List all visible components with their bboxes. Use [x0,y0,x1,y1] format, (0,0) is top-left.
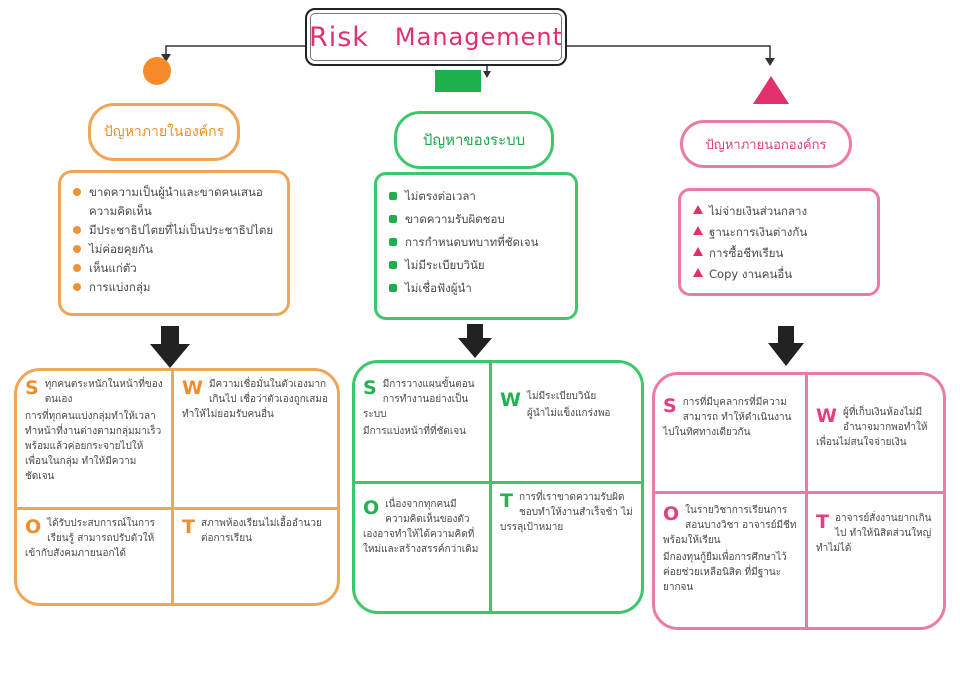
system-issue-list: ไม่ตรงต่อเวลา ขาดความรับผิดชอบ การกำหนดบ… [374,172,578,320]
swot-point: มีความเชื่อมั่นในตัวเองมากเกินไป เชื่อว่… [182,379,328,420]
swot-opportunity: O ได้รับประสบการณ์ในการเรียนรู้ สามารถปร… [17,510,171,603]
swot-letter-t: T [500,490,513,512]
swot-point: ในรายวิชาการเรียนการสอนบางวิชา อาจารย์มี… [663,505,797,546]
swot-internal: S ทุกคนตระหนักในหน้าที่ของตนเอง การที่ทุ… [14,368,340,606]
list-item: ฐานะการเงินต่างกัน [693,222,865,243]
swot-weakness: W มีความเชื่อมั่นในตัวเองมากเกินไป เชื่อ… [174,371,337,507]
list-item: การซื้อชีทเรียน [693,243,865,264]
swot-threat: T การที่เราขาดความรับผิดชอบทำให้งานสำเร็… [492,484,641,611]
orange-circle-marker [143,57,171,85]
swot-letter-t: T [182,516,195,538]
list-item: ไม่มีระเบียบวินัย [389,254,563,277]
swot-letter-o: O [363,497,380,519]
down-arrow-icon [150,326,190,368]
swot-point: เนื่องจากทุกคนมีความคิดเห็นของตัวเองอาจท… [363,499,479,555]
list-item: ไม่ตรงต่อเวลา [389,185,563,208]
category-internal-label: ปัญหาภายในองค์กร [103,124,225,140]
swot-point: ไม่มีระเบียบวินัย [526,391,597,402]
swot-weakness: W ไม่มีระเบียบวินัย ผู้นำไม่แข็งแกร่งพอ [492,383,641,481]
swot-letter-s: S [663,395,677,417]
green-square-marker [435,70,481,92]
swot-point: อาจารย์สั่งงานยากเกินไป ทำให้นิสิตส่วนให… [816,513,932,554]
swot-letter-s: S [363,377,377,399]
category-internal: ปัญหาภายในองค์กร [88,103,240,161]
swot-weakness: W ผู้ที่เก็บเงินห้องไม่มีอำนาจมากพอทำให้… [808,399,943,491]
swot-threat: T อาจารย์สั่งงานยากเกินไป ทำให้นิสิตส่วน… [808,505,943,627]
swot-letter-w: W [500,389,521,411]
list-item: ขาดความรับผิดชอบ [389,208,563,231]
category-external-label: ปัญหาภายนอกองค์กร [705,137,827,153]
swot-strength: S ทุกคนตระหนักในหน้าที่ของตนเอง การที่ทุ… [17,371,171,507]
list-item: ไม่ค่อยคุยกัน [73,240,275,259]
swot-letter-t: T [816,511,829,533]
swot-point: ผู้นำไม่แข็งแกร่งพอ [526,408,611,419]
list-item: ไม่จ่ายเงินส่วนกลาง [693,201,865,222]
list-item: เห็นแก่ตัว [73,259,275,278]
swot-threat: T สภาพห้องเรียนไม่เอื้ออำนวยต่อการเรียน [174,510,337,603]
swot-point: มีการแบ่งหน้าที่ที่ชัดเจน [363,426,466,437]
swot-letter-w: W [182,377,203,399]
category-external: ปัญหาภายนอกองค์กร [680,120,852,168]
down-arrow-icon [768,326,804,366]
swot-point: การที่มีบุคลากรที่มีความสามารถ ทำให้ดำเน… [663,397,792,438]
swot-strength: S มีการวางแผนขั้นตอน การทำงานอย่างเป็นระ… [355,371,489,481]
list-item: การแบ่งกลุ่ม [73,278,275,297]
list-item: Copy งานคนอื่น [693,264,865,285]
list-item: มีประชาธิปไตยที่ไม่เป็นประชาธิปไตย [73,221,275,240]
list-item: ไม่เชื่อฟังผู้นำ [389,277,563,300]
title-word-management: Management [394,23,564,51]
swot-point: การที่เราขาดความรับผิดชอบทำให้งานสำเร็จช… [500,492,633,533]
list-item: การกำหนดบทบาทที่ชัดเจน [389,231,563,254]
internal-issue-list: ขาดความเป็นผู้นำและขาดคนเสนอความคิดเห็น … [58,170,290,316]
swot-strength: S การที่มีบุคลากรที่มีความสามารถ ทำให้ดำ… [655,389,805,491]
list-item: ขาดความเป็นผู้นำและขาดคนเสนอความคิดเห็น [73,183,275,221]
title-word-risk: Risk [308,21,369,53]
pink-triangle-marker [753,76,789,104]
swot-external: S การที่มีบุคลากรที่มีความสามารถ ทำให้ดำ… [652,372,946,630]
external-issue-list: ไม่จ่ายเงินส่วนกลาง ฐานะการเงินต่างกัน ก… [678,188,880,296]
swot-opportunity: O ในรายวิชาการเรียนการสอนบางวิชา อาจารย์… [655,497,805,627]
down-arrow-icon [458,324,492,358]
swot-letter-o: O [25,516,42,538]
swot-letter-o: O [663,503,680,525]
swot-point: มีกองทุนกู้ยืมเพื่อการศึกษาไว้ค่อยช่วยเห… [663,552,787,593]
swot-point: ได้รับประสบการณ์ในการเรียนรู้ สามารถปรับ… [25,518,156,559]
title-box: Risk Management [305,8,567,66]
swot-point: ผู้ที่เก็บเงินห้องไม่มีอำนาจมากพอทำให้เพ… [816,407,928,448]
swot-opportunity: O เนื่องจากทุกคนมีความคิดเห็นของตัวเองอา… [355,491,489,611]
swot-point: สภาพห้องเรียนไม่เอื้ออำนวยต่อการเรียน [200,518,322,544]
swot-system: S มีการวางแผนขั้นตอน การทำงานอย่างเป็นระ… [352,360,644,614]
category-system-label: ปัญหาของระบบ [422,131,526,149]
swot-letter-s: S [25,377,39,399]
swot-point: ทุกคนตระหนักในหน้าที่ของตนเอง [44,379,163,405]
swot-point: มีการวางแผนขั้นตอน การทำงานอย่างเป็นระบบ [363,379,475,420]
swot-point: การที่ทุกคนแบ่งกลุ่มทำให้เวลาทำหน้าที่งา… [25,411,162,482]
swot-letter-w: W [816,405,837,427]
category-system: ปัญหาของระบบ [394,111,554,169]
